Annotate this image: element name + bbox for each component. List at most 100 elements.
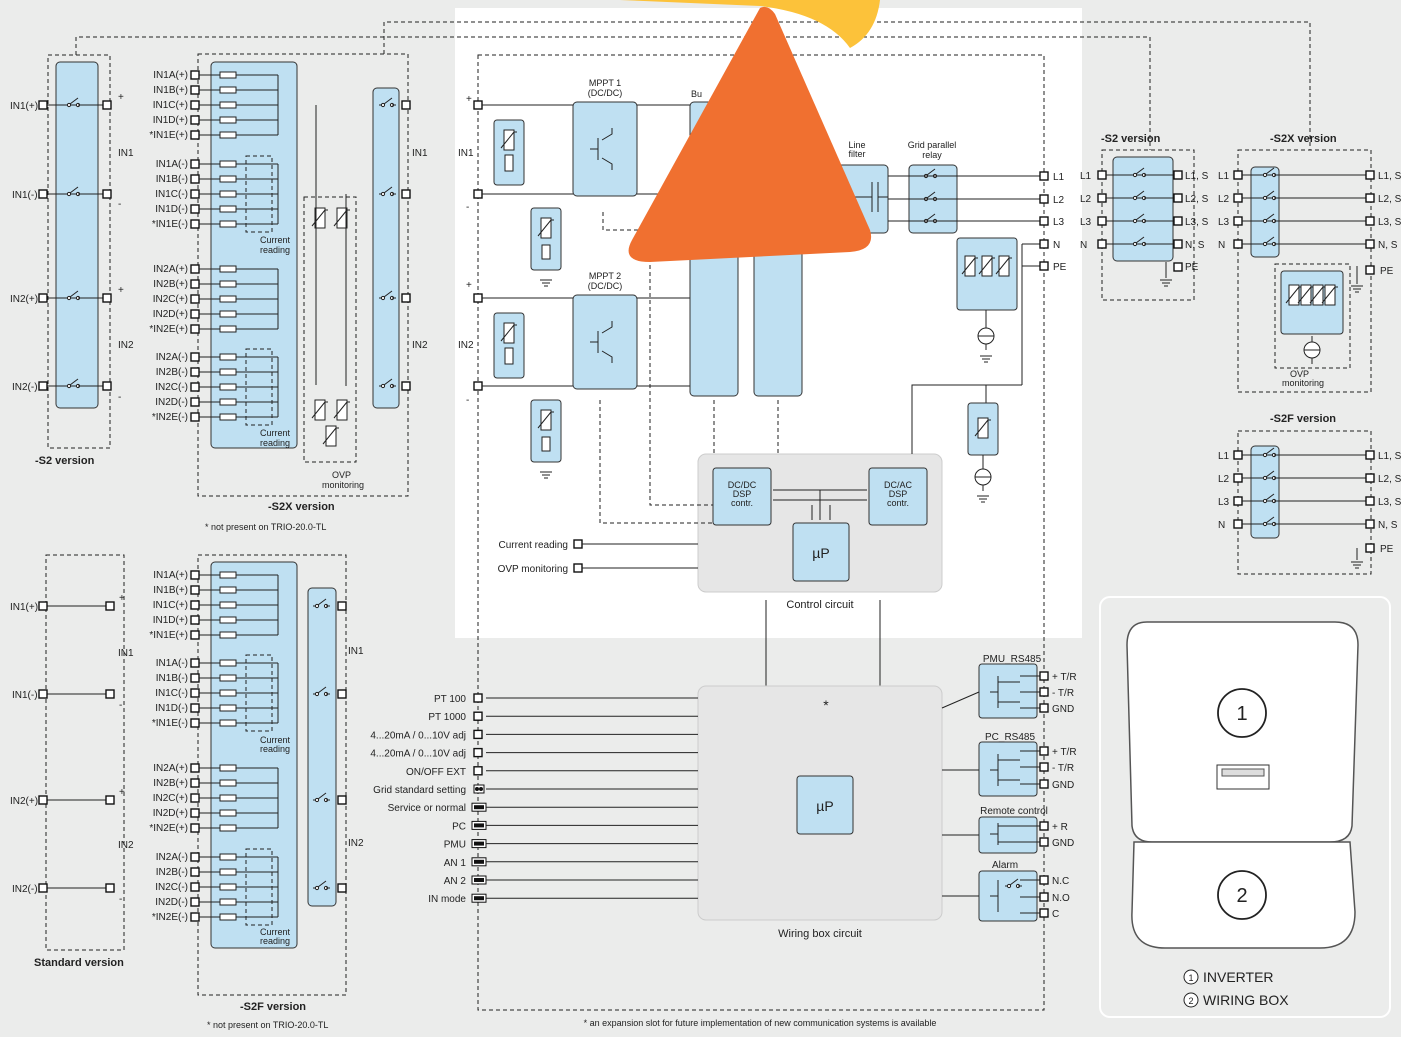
string-input-label: IN2B(-) bbox=[156, 867, 188, 878]
string-input-label: IN2C(+) bbox=[153, 294, 188, 305]
in1-neg-label: IN1(-) bbox=[12, 190, 38, 201]
ovp-label: OVP bbox=[1290, 369, 1309, 379]
footnote-not-present: * not present on TRIO-20.0-TL bbox=[205, 522, 326, 532]
ovp-label: OVP bbox=[332, 470, 351, 480]
expansion-star: * bbox=[823, 697, 829, 713]
string-input-label: IN2A(+) bbox=[153, 264, 188, 275]
control-circuit-label: Control circuit bbox=[786, 599, 853, 611]
string-input-label: IN1C(-) bbox=[155, 189, 188, 200]
phase-input-label: L2 bbox=[1218, 474, 1230, 485]
mppt2-label: MPPT 2 bbox=[589, 271, 621, 281]
phase-output-label: L1, S bbox=[1378, 451, 1401, 462]
mppt1-label: MPPT 1 bbox=[589, 78, 621, 88]
inverter-output-label: L2 bbox=[1053, 195, 1065, 206]
phase-output-label: L3, S bbox=[1185, 217, 1209, 228]
in1-label: IN1 bbox=[458, 148, 474, 159]
s2f-left-block: IN1A(+)IN1B(+)IN1C(+)IN1D(+)*IN1E(+)IN1A… bbox=[149, 554, 364, 1030]
string-input-label: IN2B(+) bbox=[153, 778, 188, 789]
plus-sign: + bbox=[119, 787, 125, 798]
terminal-label: N.O bbox=[1052, 893, 1070, 904]
pe-label: PE bbox=[1380, 544, 1394, 555]
pmu-rs485-title: PMU_RS485 bbox=[983, 654, 1042, 665]
dcac-dsp-label: DC/AC bbox=[884, 480, 913, 490]
wiring-box-input-label: Grid standard setting bbox=[373, 785, 466, 796]
minus-sign: - bbox=[118, 199, 121, 210]
svg-text:-: - bbox=[466, 202, 469, 213]
s2x-right-title: -S2X version bbox=[1270, 133, 1337, 145]
pe-label: PE bbox=[1185, 262, 1199, 273]
mppt2-label: (DC/DC) bbox=[588, 281, 623, 291]
phase-output-label: N, S bbox=[1185, 240, 1205, 251]
inverter-output-label: N bbox=[1053, 240, 1060, 251]
string-input-label: IN1A(+) bbox=[153, 570, 188, 581]
dcdc-dsp-label: DC/DC bbox=[728, 480, 757, 490]
legend-panel bbox=[1099, 596, 1391, 1018]
string-input-label: IN1B(+) bbox=[153, 85, 188, 96]
inverter-output-label: L3 bbox=[1053, 217, 1065, 228]
remote-control-title: Remote control bbox=[980, 806, 1048, 817]
phase-input-label: L3 bbox=[1218, 497, 1230, 508]
s2-right-title: -S2 version bbox=[1101, 133, 1161, 145]
minus-sign: - bbox=[119, 894, 122, 905]
current-reading-label: Current bbox=[260, 927, 291, 937]
terminal-label: + R bbox=[1052, 822, 1068, 833]
minus-sign: - bbox=[119, 700, 122, 711]
string-input-label: IN2D(+) bbox=[153, 309, 188, 320]
terminal-label: GND bbox=[1052, 780, 1074, 791]
phase-input-label: L3 bbox=[1218, 217, 1230, 228]
ovp-label: monitoring bbox=[1282, 378, 1324, 388]
in1-label: IN1 bbox=[118, 148, 134, 159]
plus-sign: + bbox=[119, 593, 125, 604]
string-input-label: IN1D(+) bbox=[153, 615, 188, 626]
product-illustration: 1 2 1 INVERTER 2 WIRING BOX bbox=[1126, 621, 1359, 1008]
in2-neg-label: IN2(-) bbox=[12, 382, 38, 393]
in2-label: IN2 bbox=[412, 340, 428, 351]
svg-text:+: + bbox=[466, 280, 472, 291]
pe-label: PE bbox=[1380, 266, 1394, 277]
string-input-label: *IN2E(-) bbox=[152, 412, 188, 423]
string-input-label: IN1D(+) bbox=[153, 115, 188, 126]
footnote-not-present: * not present on TRIO-20.0-TL bbox=[207, 1020, 328, 1030]
ovp-monitoring-input: OVP monitoring bbox=[498, 564, 568, 575]
dcac-dsp-label: contr. bbox=[887, 498, 909, 508]
legend-number-1: 1 bbox=[1236, 703, 1247, 725]
bulk-label: Bu bbox=[691, 89, 702, 99]
legend-inverter: INVERTER bbox=[1203, 969, 1274, 985]
in2-label: IN2 bbox=[118, 840, 134, 851]
pc-rs485-title: PC_RS485 bbox=[985, 732, 1035, 743]
in2-pos-label: IN2(+) bbox=[10, 796, 38, 807]
wiring-box-input-label: PC bbox=[452, 821, 466, 832]
phase-input-label: L2 bbox=[1080, 194, 1092, 205]
plus-sign: + bbox=[118, 285, 124, 296]
string-input-label: IN2A(+) bbox=[153, 763, 188, 774]
mppt1-label: (DC/DC) bbox=[588, 88, 623, 98]
dcdc-dsp-label: contr. bbox=[731, 498, 753, 508]
string-input-label: *IN1E(-) bbox=[152, 718, 188, 729]
phase-input-label: N bbox=[1080, 240, 1087, 251]
string-input-label: IN1C(+) bbox=[153, 100, 188, 111]
string-input-label: IN2A(-) bbox=[156, 852, 188, 863]
svg-text:-: - bbox=[466, 395, 469, 406]
phase-input-label: L3 bbox=[1080, 217, 1092, 228]
string-input-label: IN2D(+) bbox=[153, 808, 188, 819]
line-filter-label: Line bbox=[848, 140, 865, 150]
phase-output-label: L3, S bbox=[1378, 497, 1401, 508]
string-input-label: IN1C(+) bbox=[153, 600, 188, 611]
phase-output-label: L2, S bbox=[1378, 474, 1401, 485]
terminal-label: GND bbox=[1052, 704, 1074, 715]
terminal-label: N.C bbox=[1052, 876, 1069, 887]
line-filter-label: filter bbox=[848, 149, 865, 159]
current-reading-label: reading bbox=[260, 936, 290, 946]
minus-sign: - bbox=[118, 392, 121, 403]
s2f-right-title: -S2F version bbox=[1270, 413, 1336, 425]
terminal-label: - T/R bbox=[1052, 763, 1074, 774]
phase-output-label: N, S bbox=[1378, 520, 1398, 531]
in2-label: IN2 bbox=[348, 838, 364, 849]
string-input-label: IN1B(-) bbox=[156, 673, 188, 684]
phase-output-label: L2, S bbox=[1185, 194, 1209, 205]
string-input-label: *IN1E(+) bbox=[149, 130, 188, 141]
